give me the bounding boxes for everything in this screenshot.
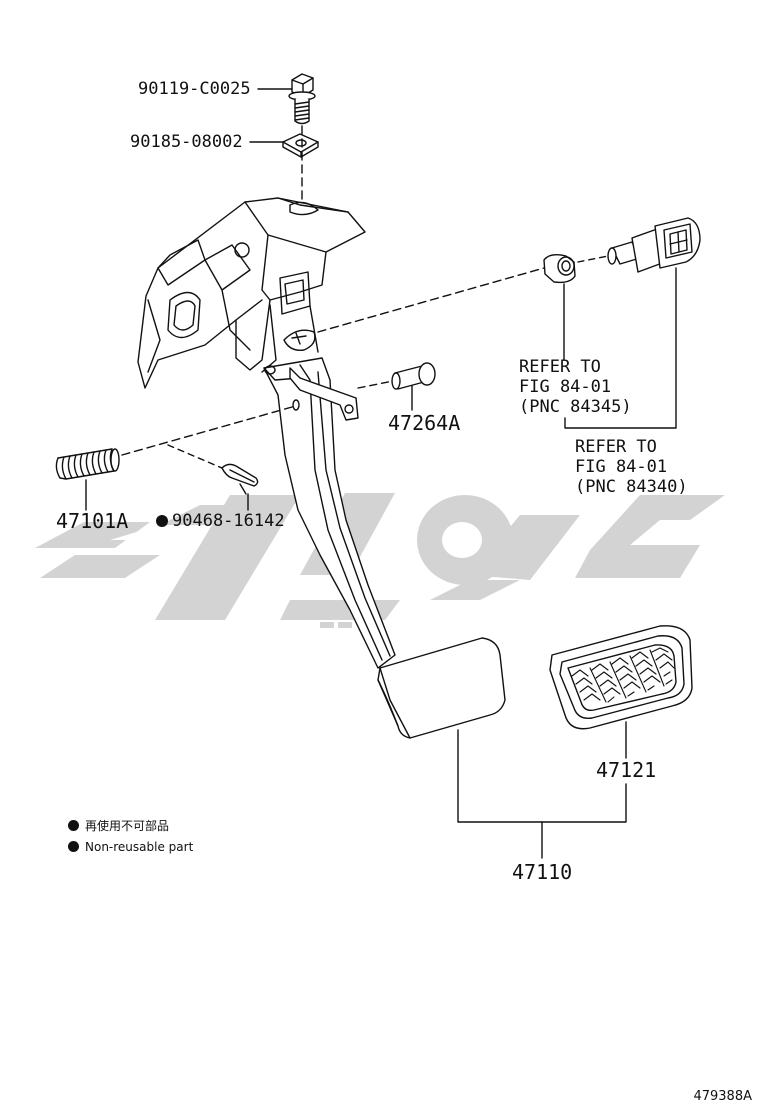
part-label-bolt[interactable]: 90119-C0025	[138, 79, 251, 99]
legend-en-text: Non-reusable part	[85, 840, 194, 854]
refer-2-line-1[interactable]: REFER TO	[575, 437, 657, 457]
part-label-nut[interactable]: 90185-08002	[130, 132, 243, 152]
refer-2-line-2[interactable]: FIG 84-01	[575, 457, 668, 477]
return-spring-shape	[55, 448, 120, 480]
refer-1-line-3[interactable]: (PNC 84345)	[519, 397, 632, 417]
legend-dot-icon	[68, 841, 79, 852]
refer-2-line-3[interactable]: (PNC 84340)	[575, 477, 688, 497]
part-label-clip[interactable]: 90468-16142	[172, 511, 285, 531]
part-label-pin[interactable]: 47264A	[388, 411, 461, 435]
figure-number: 479388A	[693, 1089, 752, 1104]
refer-leader-2	[564, 267, 677, 429]
part-label-pedal-assy[interactable]: 47110	[512, 860, 573, 884]
refer-1-line-1[interactable]: REFER TO	[519, 357, 601, 377]
bolt-shape	[288, 73, 316, 125]
pedal-pad-shape	[549, 625, 693, 730]
watermark-cutouts	[110, 522, 482, 558]
pedal-bracket-shape	[137, 197, 366, 389]
part-label-clip-row[interactable]: 90468-16142	[156, 511, 285, 531]
clevis-pin-shape	[391, 362, 436, 390]
square-nut-shape	[282, 133, 319, 158]
non-reusable-dot-icon	[156, 515, 168, 527]
refer-1-line-2[interactable]: FIG 84-01	[519, 377, 612, 397]
switch-axis-line-2	[577, 255, 609, 263]
legend-en: Non-reusable part	[68, 839, 193, 855]
legend-jp: 再使用不可部品	[68, 818, 169, 834]
watermark-logo	[35, 493, 725, 628]
spring-axis-line	[121, 406, 293, 456]
part-label-pad[interactable]: 47121	[596, 758, 657, 782]
clip-guide-line	[167, 444, 223, 469]
clip-shape	[221, 463, 259, 495]
pedal-arm-shape	[263, 357, 396, 669]
part-label-spring[interactable]: 47101A	[56, 509, 129, 533]
stop-lamp-switch-shape	[607, 217, 701, 273]
legend-dot-icon	[68, 820, 79, 831]
stopper-cushion-shape	[543, 253, 576, 284]
switch-axis-line	[317, 267, 545, 333]
pin-axis-line	[357, 380, 394, 389]
pedal-plate-shape	[377, 637, 506, 739]
legend-jp-text: 再使用不可部品	[85, 819, 170, 833]
